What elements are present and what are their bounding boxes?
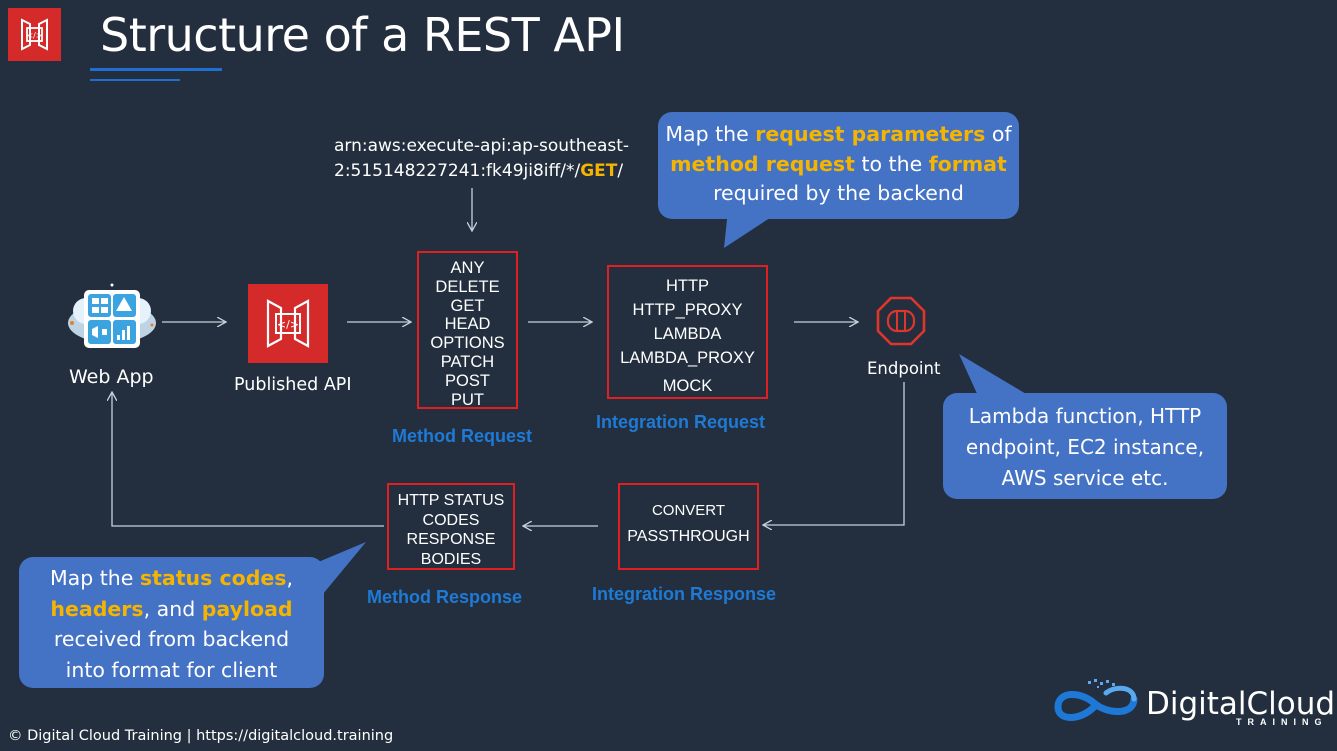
list-item: HEAD — [444, 315, 491, 334]
response-mapping-callout: Map the status codes, headers, and paylo… — [19, 557, 324, 688]
integration-response-box: CONVERT PASSTHROUGH — [618, 483, 759, 570]
list-item: DELETE — [435, 277, 500, 296]
request-mapping-callout: Map the request parameters of method req… — [658, 112, 1019, 219]
list-item: LAMBDA — [653, 325, 722, 343]
integration-request-box: HTTP HTTP_PROXY LAMBDA LAMBDA_PROXY MOCK — [607, 265, 768, 399]
list-item: GET — [450, 296, 485, 315]
api-gateway-icon: </> — [248, 284, 328, 363]
api-gateway-logo-icon: </> — [8, 8, 61, 61]
digitalcloud-logo-icon — [1050, 677, 1142, 729]
callout-pointer — [724, 210, 782, 248]
list-item: MOCK — [662, 377, 713, 395]
web-app-label: Web App — [69, 366, 154, 388]
method-response-label: Method Response — [367, 587, 523, 607]
list-item: POST — [445, 371, 490, 390]
callout-pointer — [959, 354, 1033, 398]
svg-text:</>: </> — [277, 318, 299, 331]
integration-response-label: Integration Response — [592, 584, 777, 604]
integration-request-label: Integration Request — [596, 412, 766, 432]
list-item: BODIES — [420, 550, 482, 568]
list-item: PUT — [451, 390, 484, 409]
method-request-box: ANY DELETE GET HEAD OPTIONS PATCH POST P… — [417, 251, 518, 409]
title-underline — [90, 68, 222, 71]
brand-subtitle: TRAINING — [1236, 717, 1328, 727]
list-item: RESPONSE — [406, 531, 496, 548]
arn-text: arn:aws:execute-api:ap-southeast- 2:5151… — [334, 136, 630, 181]
list-item: PASSTHROUGH — [627, 528, 750, 545]
list-item: PATCH — [440, 352, 495, 371]
list-item: ANY — [450, 259, 485, 277]
svg-text:</>: </> — [26, 31, 42, 40]
endpoint-label: Endpoint — [867, 359, 941, 378]
endpoint-types-callout: Lambda function, HTTP endpoint, EC2 inst… — [943, 393, 1227, 499]
list-item: HTTP STATUS — [397, 492, 505, 509]
title-underline-short — [90, 79, 180, 81]
method-response-box: HTTP STATUS CODES RESPONSE BODIES — [387, 483, 515, 570]
list-item: CONVERT — [651, 502, 726, 519]
list-item: HTTP_PROXY — [632, 301, 743, 319]
list-item: HTTP — [665, 277, 710, 295]
page-title: Structure of a REST API — [100, 8, 625, 62]
endpoint-icon — [876, 296, 926, 346]
list-item: OPTIONS — [430, 334, 505, 353]
list-item: CODES — [422, 511, 480, 529]
web-app-icon — [64, 283, 160, 353]
brand-name: DigitalCloud — [1146, 686, 1336, 722]
list-item: LAMBDA_PROXY — [620, 349, 755, 367]
published-api-label: Published API — [234, 375, 352, 395]
method-request-label: Method Request — [392, 426, 533, 446]
footer-text: © Digital Cloud Training | https://digit… — [8, 728, 394, 744]
